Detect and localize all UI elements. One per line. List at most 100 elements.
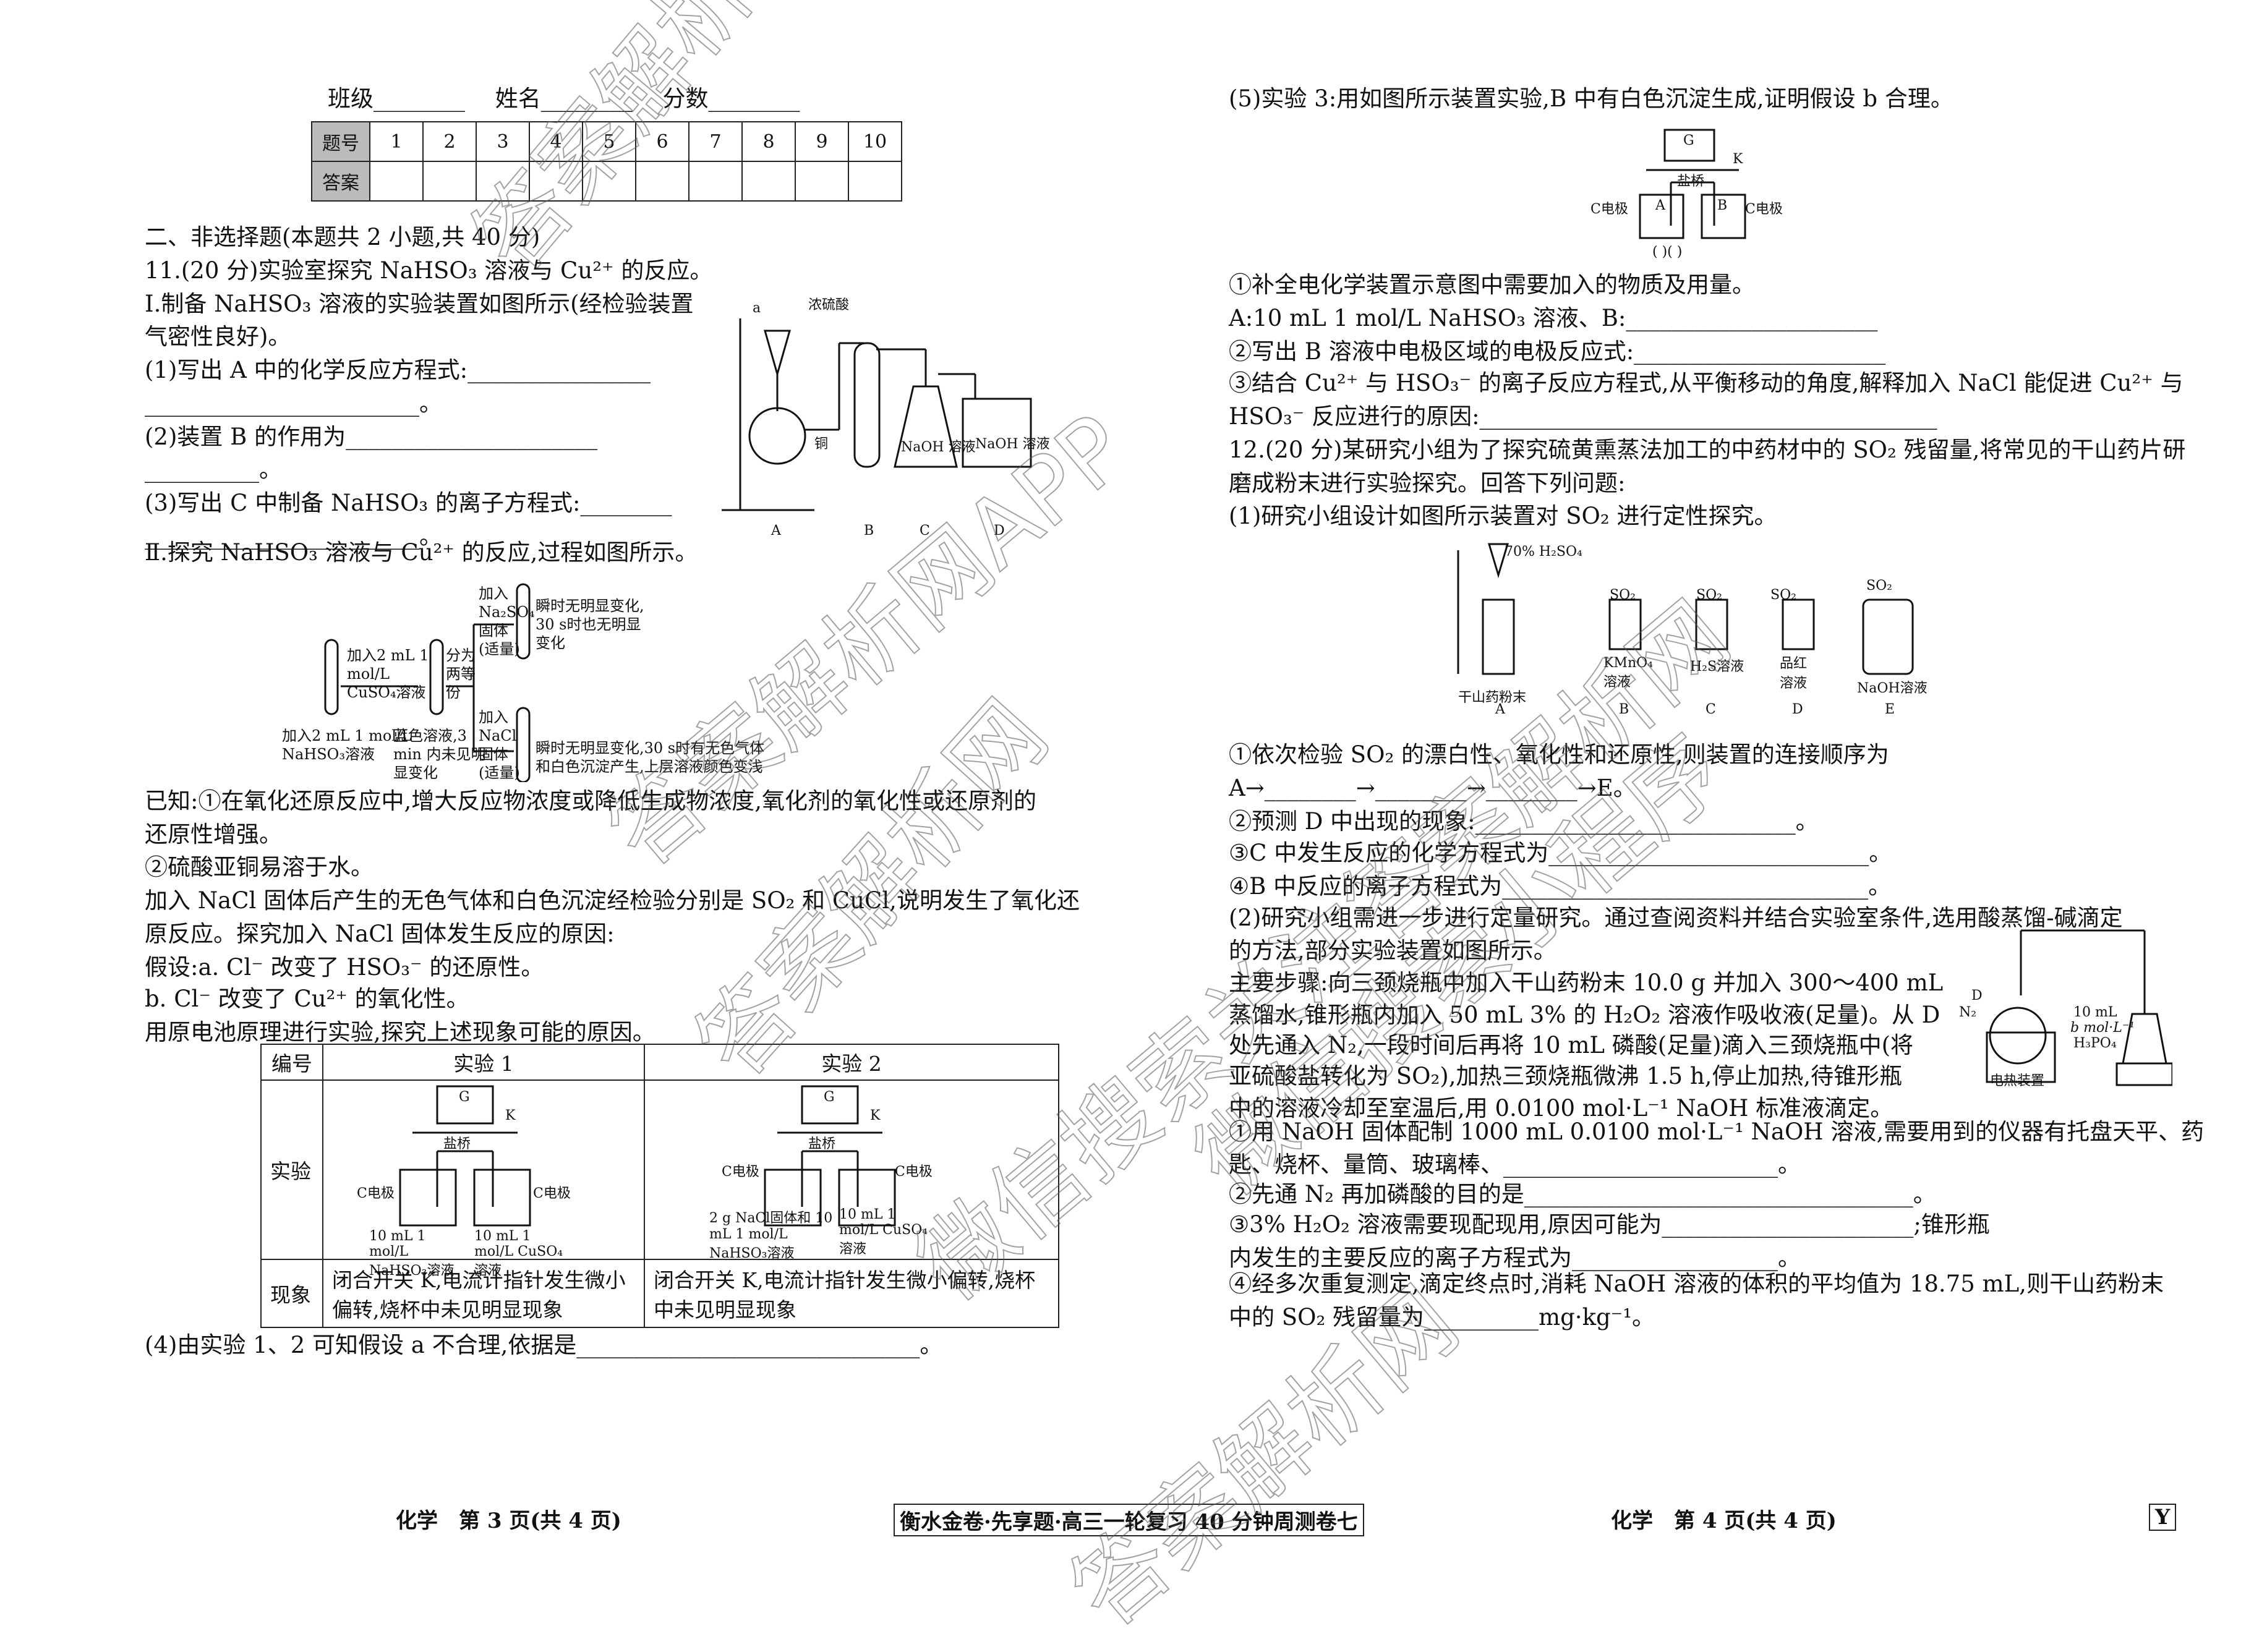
beaker-a-label: A: [1655, 198, 1665, 213]
flow-step1-tube-label: 加入2 mL 1 mol/L NaHSO₃溶液: [282, 727, 412, 763]
text-line: (1)研究小组设计如图所示装置对 SO₂ 进行定性探究。: [1229, 503, 1777, 529]
text-line: HSO₃⁻ 反应进行的原因:__________________________…: [1229, 403, 1937, 430]
label-naoh-d: NaOH 溶液: [975, 436, 1050, 452]
experiment3-figure: G K 盐桥 C电极 A B C电极 ( )( ): [1590, 127, 1788, 269]
answer-cell[interactable]: [688, 161, 743, 202]
label-copper: 铜: [814, 436, 828, 452]
label-so2: SO₂: [1696, 587, 1722, 603]
text-line: (2)装置 B 的作用为______________________: [145, 424, 598, 450]
question-number: 6: [635, 121, 689, 162]
text-line: Ⅰ.制备 NaHSO₃ 溶液的实验装置如图所示(经检验装置: [145, 291, 694, 317]
label-D: D: [994, 523, 1005, 539]
electrode-right-label: C电极: [1745, 202, 1783, 217]
row-header-phenomenon: 现象: [260, 1259, 323, 1328]
label-C: C: [920, 523, 930, 539]
switch-label: K: [870, 1108, 881, 1123]
answer-cell[interactable]: [529, 161, 583, 202]
text-line: ②硫酸亚铜易溶于水。: [145, 854, 374, 880]
footer-left-page: 化学 第 3 页(共 4 页): [396, 1509, 621, 1533]
flow-step1-arrow-label: 加入2 mL 1 mol/L CuSO₄溶液: [347, 647, 429, 701]
text-line: 的方法,部分实验装置如图所示。: [1229, 937, 1556, 964]
text-line: ③3% H₂O₂ 溶液需要现配现用,原因可能为_________________…: [1229, 1211, 1990, 1238]
answer-cell[interactable]: [848, 161, 902, 202]
answer-cell[interactable]: [422, 161, 477, 202]
answer-cell[interactable]: [635, 161, 689, 202]
answer-cell[interactable]: [369, 161, 424, 202]
flow-upper-add-label: 加入Na₂SO₄ 固体(适量): [479, 585, 535, 658]
text-line: ②预测 D 中出现的现象:___________________________…: [1229, 808, 1819, 835]
text-line: 11.(20 分)实验室探究 NaHSO₃ 溶液与 Cu²⁺ 的反应。: [145, 257, 713, 284]
answer-cell[interactable]: [741, 161, 796, 202]
salt-bridge-label: 盐桥: [1677, 174, 1705, 189]
label-kmno4: KMnO₄溶液: [1603, 655, 1653, 690]
row-header-experiment: 实验: [260, 1079, 323, 1260]
text-line: ________________________。: [145, 523, 442, 550]
answer-cell[interactable]: [582, 161, 636, 202]
label-D: D: [1792, 702, 1803, 717]
exp1-apparatus: G K 盐桥 C电极 C电极 10 mL 1 mol/L NaHSO₃溶液 10…: [322, 1079, 645, 1279]
student-info-row: 班级________ 姓名________ 分数________: [328, 85, 800, 112]
text-line: ①补全电化学装置示意图中需要加入的物质及用量。: [1229, 271, 1755, 298]
text-line: 还原性增强。: [145, 821, 282, 848]
answer-cell[interactable]: [795, 161, 849, 202]
question-number: 5: [582, 121, 636, 162]
question-number: 9: [795, 121, 849, 162]
text-line: 亚硫酸盐转化为 SO₂),加热三颈烧瓶微沸 1.5 h,停止加热,待锥形瓶: [1229, 1063, 1903, 1089]
text-line: 蒸馏水,锥形瓶内加入 50 mL 3% 的 H₂O₂ 溶液作吸收液(足量)。从 …: [1229, 1002, 1940, 1028]
text-line: 中的溶液冷却至室温后,用 0.0100 mol·L⁻¹ NaOH 标准液滴定。: [1229, 1095, 1893, 1122]
text-line: __________。: [145, 456, 282, 483]
text-line: (4)由实验 1、2 可知假设 a 不合理,依据是_______________…: [145, 1332, 943, 1358]
name-label: 姓名: [495, 85, 541, 112]
text-line: 加入 NaCl 固体后产生的无色气体和白色沉淀经检验分别是 SO₂ 和 CuCl…: [145, 887, 1080, 914]
footer-mark: Y: [2149, 1504, 2177, 1531]
question-number: 3: [476, 121, 530, 162]
label-70-h2so4: 70% H₂SO₄: [1505, 544, 1582, 560]
text-line: 二、非选择题(本题共 2 小题,共 40 分): [145, 224, 540, 250]
text-line: Ⅱ.探究 NaHSO₃ 溶液与 Cu²⁺ 的反应,过程如图所示。: [145, 539, 698, 566]
text-line: 假设:a. Cl⁻ 改变了 HSO₃⁻ 的还原性。: [145, 954, 544, 981]
text-line: 原反应。探究加入 NaCl 固体发生反应的原因:: [145, 921, 615, 947]
exp1-phenomenon: 闭合开关 K,电流计指针发生微小偏转,烧杯中未见明显现象: [322, 1259, 645, 1328]
quantitative-apparatus-figure: D N₂ 10 mL b mol·L⁻¹ H₃PO₄ 电热装置: [1959, 921, 2172, 1089]
text-line: (3)写出 C 中制备 NaHSO₃ 的离子方程式:________: [145, 490, 672, 516]
label-B: B: [1619, 702, 1629, 717]
left-solution-label: 10 mL 1 mol/L NaHSO₃溶液: [369, 1228, 455, 1279]
label-so2: SO₂: [1610, 587, 1636, 603]
beaker-b-label: B: [1717, 198, 1728, 213]
answer-cell[interactable]: [476, 161, 530, 202]
label-B: B: [864, 523, 874, 539]
flow-step2-label: 蓝色溶液,3 min 内未见明显变化: [393, 727, 486, 781]
text-line: A→________→________→________→E。: [1229, 775, 1636, 801]
label-heater: 电热装置: [1990, 1073, 2045, 1089]
col-header-exp1: 实验 1: [322, 1044, 645, 1081]
text-line: b. Cl⁻ 改变了 Cu²⁺ 的氧化性。: [145, 986, 469, 1012]
galvanometer-label: G: [1683, 133, 1694, 148]
text-line: 用原电池原理进行实验,探究上述现象可能的原因。: [145, 1019, 655, 1045]
text-line: ②先通 N₂ 再加磷酸的目的是_________________________…: [1229, 1181, 1936, 1207]
right-solution-label: 10 mL 1 mol/L CuSO₄溶液: [474, 1228, 563, 1279]
label-yam-powder: 干山药粉末: [1458, 690, 1527, 705]
galvanometer-label: G: [824, 1089, 835, 1105]
flow-upper-result: 瞬时无明显变化, 30 s时也无明显变化: [536, 597, 644, 652]
text-line: ________________________。: [145, 390, 442, 417]
text-line: ④B 中反应的离子方程式为___________________________…: [1229, 873, 1892, 900]
electrode-right-label: C电极: [533, 1186, 571, 1201]
question-number: 10: [848, 121, 902, 162]
label-h3po4: H₃PO₄: [2073, 1036, 2117, 1051]
text-line: ①依次检验 SO₂ 的漂白性、氧化性和还原性,则装置的连接顺序为: [1229, 741, 1889, 768]
left-solution-label: 2 g NaCl固体和 10 mL 1 mol/L NaHSO₃溶液: [709, 1211, 833, 1261]
label-conc-h2so4: 浓硫酸: [808, 297, 849, 313]
label-n2: N₂: [1959, 1005, 1977, 1020]
label-so2: SO₂: [1866, 578, 1892, 594]
flow-split-label: 分为两等份: [446, 647, 476, 701]
preparation-apparatus-figure: a 浓硫酸 铜 NaOH 溶液 NaOH 溶液 A B C D: [722, 297, 1050, 539]
label-h2s: H₂S溶液: [1690, 659, 1744, 675]
text-line: 已知:①在氧化还原反应中,增大反应物浓度或降低生成物浓度,氧化剂的氧化性或还原剂…: [145, 788, 1036, 814]
question-number: 2: [422, 121, 477, 162]
label-naoh-c: NaOH 溶液: [901, 440, 976, 455]
col-header-number: 编号: [260, 1044, 323, 1081]
text-line: 中的 SO₂ 残留量为__________mg·kg⁻¹。: [1229, 1304, 1655, 1331]
salt-bridge-label: 盐桥: [443, 1136, 471, 1152]
galvanometer-label: G: [459, 1089, 470, 1105]
text-line: ③结合 Cu²⁺ 与 HSO₃⁻ 的离子反应方程式,从平衡移动的角度,解释加入 …: [1229, 370, 2184, 396]
